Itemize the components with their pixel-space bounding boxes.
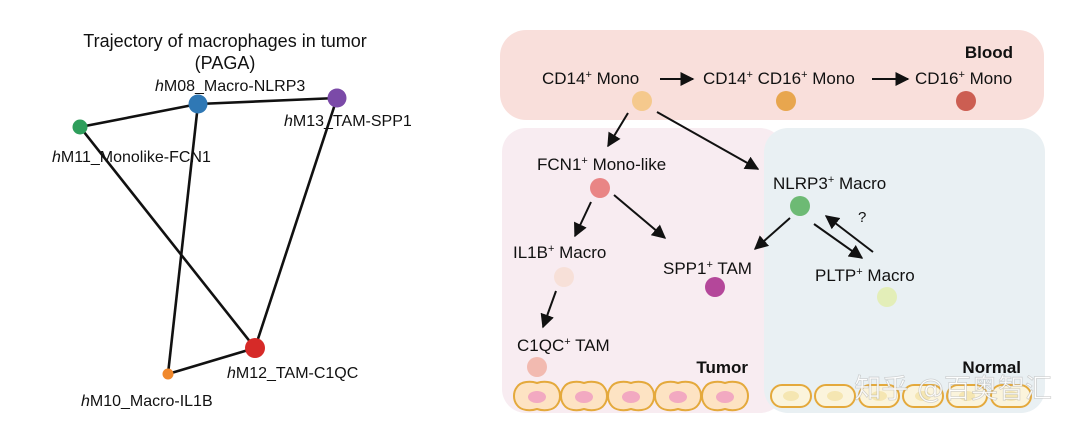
pltp-macro-label: PLTP+ Macro: [815, 266, 915, 285]
tumor-cell: [701, 380, 749, 412]
il1b-macro-dot: [554, 267, 574, 287]
c1qc-tam-dot: [527, 357, 547, 377]
c1qc-tam-label: C1QC+ TAM: [517, 336, 610, 355]
node-m10: [162, 368, 174, 380]
node-m08: [188, 94, 208, 114]
cd14-mono-label: CD14+ Mono: [542, 69, 639, 88]
tumor-cell: [560, 380, 608, 412]
arrow-cd14-to-fcn1: [607, 112, 629, 148]
watermark: 知乎 @百奥智汇: [854, 374, 1052, 405]
tumor-label: Tumor: [696, 358, 748, 377]
paga-panel: Trajectory of macrophages in tumor (PAGA…: [52, 31, 412, 410]
normal-cell: [902, 384, 944, 408]
edge-m13-m12: [253, 97, 339, 349]
fcn1-monolike-dot: [590, 178, 610, 198]
paga-title-line2: (PAGA): [195, 53, 256, 73]
il1b-macro-label: IL1B+ Macro: [513, 243, 606, 262]
arrow-pltp-to-nlrp3: [824, 215, 874, 253]
edge-m08-m13: [197, 96, 338, 106]
tumor-cell: [607, 380, 655, 412]
edge-m11-m08: [79, 102, 199, 129]
normal-tissue: [770, 384, 1032, 408]
arrow-fcn1-to-spp1: [613, 194, 667, 239]
tumor-region: [502, 128, 784, 413]
tumor-cell: [513, 380, 561, 412]
question-mark: ?: [858, 209, 866, 226]
fcn1-monolike-label: FCN1+ Mono-like: [537, 155, 666, 174]
nlrp3-macro-dot: [790, 196, 810, 216]
label-m13: hM13_TAM-SPP1: [284, 113, 412, 130]
normal-region: [764, 128, 1045, 413]
normal-label: Normal: [962, 358, 1021, 377]
arrows: [540, 72, 910, 329]
normal-cell: [946, 384, 988, 408]
label-m11: hM11_Monolike-FCN1: [52, 149, 211, 166]
normal-cell: [858, 384, 900, 408]
pltp-macro-dot: [877, 287, 897, 307]
paga-title-line1: Trajectory of macrophages in tumor: [83, 31, 366, 51]
node-m12: [245, 338, 265, 358]
spp1-tam-label: SPP1+ TAM: [663, 259, 752, 278]
edge-m08-m10: [166, 103, 200, 375]
cd16-mono-label: CD16+ Mono: [915, 69, 1012, 88]
label-m10: hM10_Macro-IL1B: [81, 393, 213, 410]
normal-cell: [814, 384, 856, 408]
label-m08: hM08_Macro-NLRP3: [155, 78, 305, 95]
arrow-il1b-to-c1qc: [540, 290, 557, 329]
arrow-fcn1-to-il1b: [574, 201, 592, 238]
cd14-mono-dot: [632, 91, 652, 111]
edge-m10-m12: [167, 346, 256, 376]
label-m12: hM12_TAM-C1QC: [227, 365, 358, 382]
normal-cell: [990, 384, 1032, 408]
nlrp3-macro-label: NLRP3+ Macro: [773, 174, 886, 193]
blood-label: Blood: [965, 43, 1013, 62]
edge-m11-m12: [78, 126, 257, 349]
cd14-cd16-mono-dot: [776, 91, 796, 111]
arrow-nlrp3-to-spp1: [753, 217, 791, 250]
cd14-cd16-mono-label: CD14+ CD16+ Mono: [703, 69, 855, 88]
tumor-cell: [654, 380, 702, 412]
cd16-mono-dot: [956, 91, 976, 111]
arrow-cd14-to-nlrp3: [656, 111, 760, 170]
development-panel: Blood Tumor Normal CD14+ Mono CD14+ CD16…: [500, 30, 1052, 413]
node-m11: [72, 119, 88, 135]
node-m13: [327, 88, 347, 108]
paga-edges: [78, 96, 339, 376]
tumor-tissue: [513, 380, 749, 412]
spp1-tam-dot: [705, 277, 725, 297]
normal-cell: [770, 384, 812, 408]
arrow-nlrp3-to-pltp: [813, 223, 864, 259]
